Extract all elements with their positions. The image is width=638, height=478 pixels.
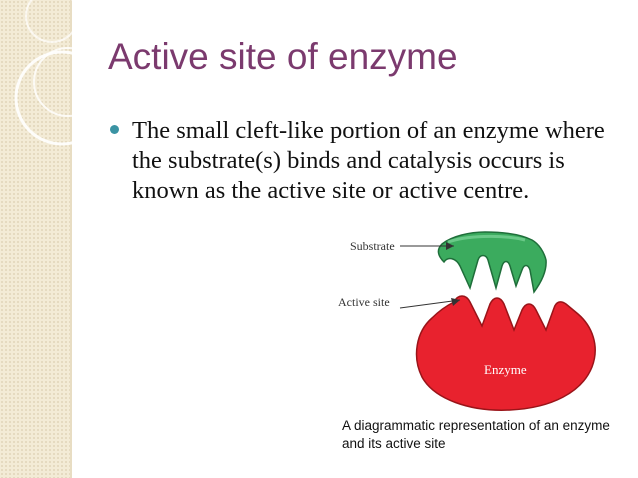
active-site-arrow-icon xyxy=(451,298,460,306)
substrate-shape xyxy=(437,231,547,294)
slide-title: Active site of enzyme xyxy=(108,36,458,77)
enzyme-label: Enzyme xyxy=(484,362,527,377)
bullet-text: The small cleft-like portion of an enzym… xyxy=(132,117,605,204)
active-site-label: Active site xyxy=(338,295,390,309)
decorative-circles xyxy=(14,0,110,146)
bullet-dot-icon xyxy=(110,125,119,134)
bullet-item: The small cleft-like portion of an enzym… xyxy=(108,116,623,206)
active-site-leader-line xyxy=(399,299,461,309)
substrate-label: Substrate xyxy=(350,239,395,253)
substrate-arrow-icon xyxy=(446,242,454,250)
enzyme-shape xyxy=(415,295,596,411)
diagram-caption: A diagrammatic representation of an enzy… xyxy=(342,418,610,451)
enzyme-diagram: Substrate Active site Enzyme xyxy=(338,231,596,411)
strip-divider xyxy=(70,0,72,478)
